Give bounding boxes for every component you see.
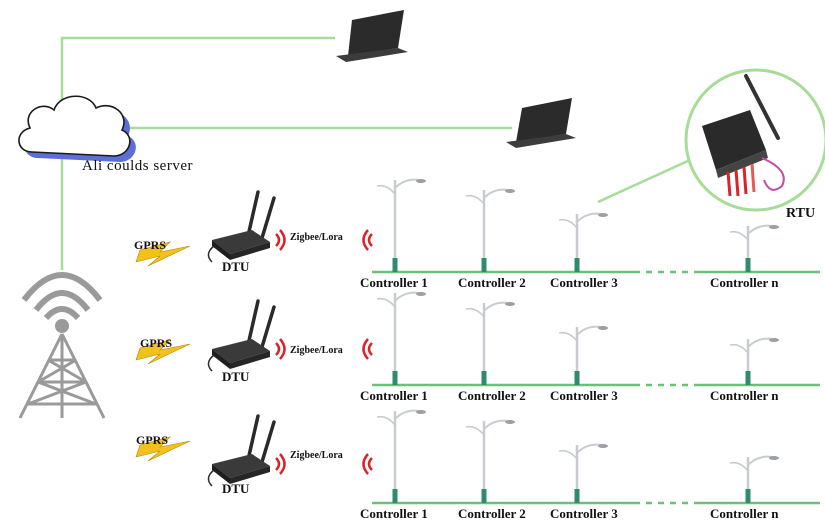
controller-label: Controller 3: [550, 275, 618, 290]
gprs-label: GPRS: [140, 336, 173, 350]
street-light-icon: [558, 212, 608, 272]
signal-waves-icon: [367, 457, 373, 471]
dtu-router-icon: [207, 190, 276, 263]
rtu-bubble: [684, 68, 825, 212]
dtu-router-icon: [207, 414, 276, 487]
street-light-icon: [465, 301, 515, 385]
dtu-label: DTU: [222, 259, 250, 274]
cloud-icon: [18, 95, 136, 162]
dtu-label: DTU: [222, 481, 250, 496]
street-light-icon: [376, 291, 426, 385]
signal-waves-icon: [275, 457, 281, 471]
signal-waves-icon: [367, 342, 373, 356]
gprs-label: GPRS: [134, 238, 167, 252]
antenna-tower-icon: [18, 272, 106, 419]
controller-label: Controller 1: [360, 275, 428, 290]
device-row: [135, 291, 820, 387]
street-light-icon: [465, 188, 515, 272]
device-row: [135, 409, 820, 505]
street-light-icon: [729, 337, 779, 385]
controller-label: Controller n: [710, 388, 779, 403]
rtu-label: RTU: [786, 206, 816, 221]
dtu-label: DTU: [222, 369, 250, 384]
gprs-label: GPRS: [136, 433, 169, 447]
controller-label: Controller 2: [458, 388, 526, 403]
signal-waves-icon: [279, 453, 286, 475]
link-label: Zigbee/Lora: [290, 345, 343, 356]
signal-waves-icon: [279, 229, 286, 251]
laptop-icon: [506, 98, 576, 148]
controller-label: Controller n: [710, 506, 779, 521]
signal-waves-icon: [279, 338, 286, 360]
lightning-icon: [135, 241, 191, 267]
signal-waves-icon: [362, 453, 369, 475]
link-label: Zigbee/Lora: [290, 232, 343, 243]
server-label: Ali coulds server: [82, 158, 193, 174]
street-light-icon: [376, 409, 426, 503]
device-row: [135, 178, 820, 274]
link-label: Zigbee/Lora: [290, 450, 343, 461]
signal-waves-icon: [367, 233, 373, 247]
rtu-controller-icon: [702, 74, 785, 197]
signal-waves-icon: [362, 338, 369, 360]
device-rows: [135, 178, 820, 505]
controller-label: Controller 2: [458, 506, 526, 521]
street-light-icon: [558, 325, 608, 385]
street-light-icon: [558, 443, 608, 503]
laptop-icon: [336, 10, 408, 62]
street-light-icon: [465, 419, 515, 503]
lightning-icon: [135, 339, 191, 365]
lightning-icon: [135, 436, 191, 462]
controller-label: Controller 1: [360, 506, 428, 521]
signal-waves-icon: [362, 229, 369, 251]
street-light-icon: [376, 178, 426, 272]
controller-label: Controller 2: [458, 275, 526, 290]
connection-lines: [60, 36, 691, 270]
controller-label: Controller 1: [360, 388, 428, 403]
signal-waves-icon: [275, 342, 281, 356]
street-light-icon: [729, 455, 779, 503]
street-light-icon: [729, 224, 779, 272]
signal-waves-icon: [275, 233, 281, 247]
controller-label: Controller n: [710, 275, 779, 290]
controller-label: Controller 3: [550, 506, 618, 521]
dtu-router-icon: [207, 299, 276, 372]
controller-label: Controller 3: [550, 388, 618, 403]
